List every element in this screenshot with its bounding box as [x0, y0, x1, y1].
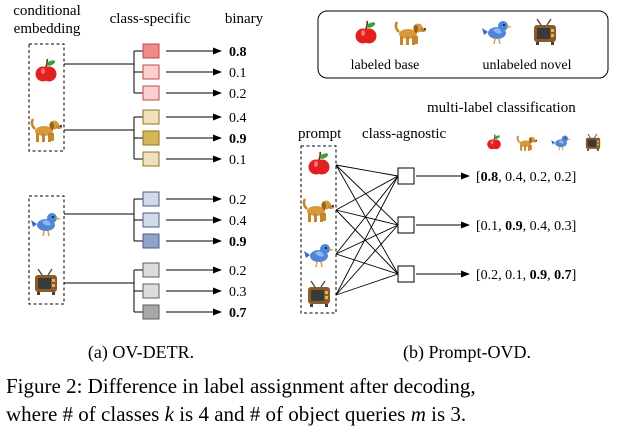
apple-icon — [307, 151, 331, 176]
class-group-apple: 0.8 0.1 0.2 — [133, 43, 247, 102]
prompt-query-edge — [335, 175, 399, 296]
score-rows: [0.8, 0.4, 0.2, 0.2] [0.1, 0.9, 0.4, 0.3]… — [476, 170, 576, 283]
binary-score: 0.3 — [229, 285, 247, 300]
binary-score: 0.2 — [229, 193, 247, 208]
panel-a: conditional embedding class-specific bin… — [13, 3, 263, 321]
caption-text: is 3. — [425, 402, 467, 426]
heading-binary: binary — [225, 11, 264, 27]
caption-line-1: Figure 2: Difference in label assignment… — [6, 374, 476, 398]
heading-conditional: conditional — [13, 3, 81, 19]
dog-icon — [302, 197, 336, 224]
prompt-query-edge — [335, 224, 399, 296]
caption-text: where # of classes — [6, 402, 165, 426]
class-embedding-box — [142, 64, 160, 80]
prompt-query-edge — [335, 164, 399, 275]
tv-icon — [307, 280, 331, 308]
prompt-group — [300, 145, 337, 314]
prompt-query-edge — [335, 175, 399, 255]
heading-class-specific: class-specific — [110, 11, 191, 27]
prompt-query-edge — [335, 164, 399, 177]
heading-multilabel: multi-label classification — [427, 100, 576, 116]
legend-unlabeled-novel: unlabeled novel — [482, 58, 571, 73]
dog-icon — [30, 117, 64, 144]
class-embedding-box — [142, 85, 160, 101]
binary-score: 0.8 — [229, 45, 247, 60]
object-query-box — [397, 265, 415, 283]
prompt-query-edge — [335, 175, 399, 211]
legend: labeled base unlabeled novel — [317, 10, 609, 79]
class-embedding-box — [142, 151, 160, 167]
binary-score: 0.1 — [229, 66, 247, 81]
prompt-query-network — [335, 164, 470, 296]
binary-score: 0.9 — [229, 235, 247, 250]
binary-score: 0.2 — [229, 87, 247, 102]
class-embedding-box — [142, 130, 160, 146]
prompt-query-edge — [335, 209, 399, 275]
binary-score: 0.4 — [229, 111, 247, 126]
class-embedding-box — [142, 283, 160, 299]
figure-caption: Figure 2: Difference in label assignment… — [6, 372, 618, 428]
heading-embedding: embedding — [14, 21, 81, 37]
binary-score: 0.7 — [229, 306, 247, 321]
var-k: k — [164, 402, 174, 426]
apple-icon — [34, 58, 58, 83]
class-group-tv: 0.2 0.3 0.7 — [133, 262, 247, 321]
caption-text: is 4 and # of object queries — [173, 402, 411, 426]
class-embedding-box — [142, 43, 160, 59]
embedding-group-novel — [28, 195, 65, 305]
binary-score: 0.4 — [229, 214, 247, 229]
class-group-bird: 0.2 0.4 0.9 — [133, 191, 247, 250]
class-embedding-box — [142, 212, 160, 228]
bird-icon — [303, 243, 335, 268]
score-vector: [0.1, 0.9, 0.4, 0.3] — [476, 219, 576, 234]
dog-icon — [516, 135, 538, 152]
caption-line-2: where # of classes k is 4 and # of objec… — [6, 400, 618, 428]
apple-icon — [486, 133, 502, 150]
heading-prompt: prompt — [298, 126, 342, 142]
caption-b: (b) Prompt-OVD. — [403, 342, 531, 363]
score-vector: [0.2, 0.1, 0.9, 0.7] — [476, 268, 576, 283]
bird-icon — [30, 212, 62, 237]
legend-labeled-base: labeled base — [351, 58, 420, 73]
class-embedding-box — [142, 191, 160, 207]
binary-score: 0.1 — [229, 153, 247, 168]
bird-icon — [550, 135, 572, 151]
class-embedding-box — [142, 233, 160, 249]
caption-a: (a) OV-DETR. — [88, 342, 194, 363]
class-embedding-box — [142, 304, 160, 320]
prompt-query-edge — [335, 209, 399, 226]
class-specific-groups: 0.8 0.1 0.2 0.4 0.9 0.1 0.2 0.4 0.9 0.2 0.3 0.7 — [133, 43, 247, 321]
class-embedding-box — [142, 262, 160, 278]
var-m: m — [410, 402, 426, 426]
object-query-box — [397, 167, 415, 185]
prompt-query-edge — [335, 224, 399, 255]
binary-score: 0.2 — [229, 264, 247, 279]
binary-score: 0.9 — [229, 132, 247, 147]
embedding-group-base — [28, 43, 65, 152]
tv-icon — [34, 268, 58, 296]
prompt-query-edge — [335, 164, 399, 226]
prompt-query-edge — [335, 273, 399, 296]
prompt-query-edge — [335, 253, 399, 275]
panel-b: multi-label classification prompt class-… — [298, 100, 601, 314]
class-group-dog: 0.4 0.9 0.1 — [133, 109, 247, 168]
tv-icon — [585, 133, 601, 152]
score-vector: [0.8, 0.4, 0.2, 0.2] — [476, 170, 576, 185]
class-embedding-box — [142, 109, 160, 125]
heading-class-agnostic: class-agnostic — [362, 126, 446, 142]
object-query-box — [397, 216, 415, 234]
